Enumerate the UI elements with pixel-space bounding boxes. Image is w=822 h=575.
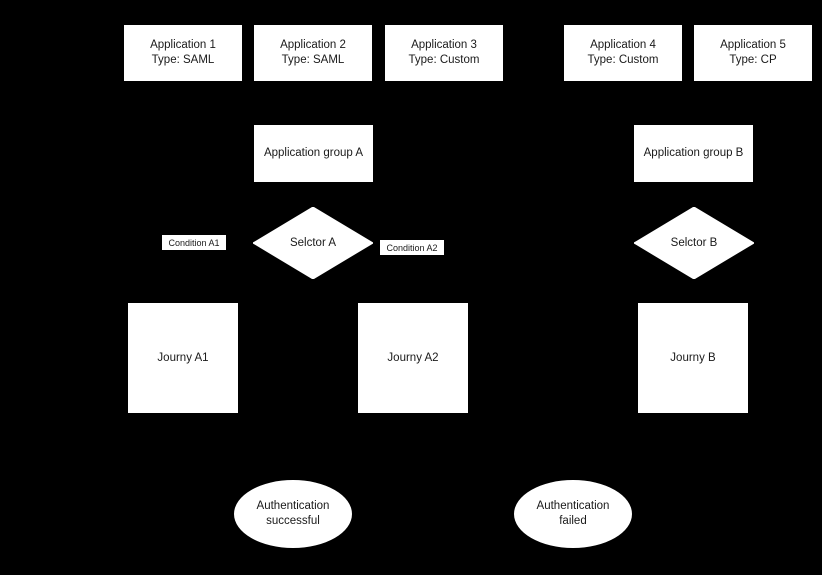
- journey-a1-label: Journy A1: [157, 351, 209, 364]
- application-node-4-label: Application 4 Type: Custom: [587, 39, 659, 66]
- condition-a1-text: Condition A1: [168, 237, 220, 248]
- application-group-a-label: Application group A: [263, 147, 364, 159]
- application-node-4[interactable]: Application 4 Type: Custom: [564, 25, 682, 81]
- journey-b-node[interactable]: Journy B: [638, 303, 748, 413]
- journey-a1-node[interactable]: Journy A1: [128, 303, 238, 413]
- application-node-5-label: Application 5 Type: CP: [720, 39, 786, 66]
- journey-a2-label: Journy A2: [387, 351, 439, 364]
- application-node-3-label: Application 3 Type: Custom: [408, 39, 480, 66]
- application-node-2[interactable]: Application 2 Type: SAML: [254, 25, 372, 81]
- application-node-3[interactable]: Application 3 Type: Custom: [385, 25, 503, 81]
- application-node-2-label: Application 2 Type: SAML: [280, 39, 346, 66]
- outcome-authentication-failed-label: Authentication failed: [536, 500, 610, 527]
- application-group-a-node[interactable]: Application group A: [254, 125, 373, 182]
- application-group-b-node[interactable]: Application group B: [634, 125, 753, 182]
- application-node-5[interactable]: Application 5 Type: CP: [694, 25, 812, 81]
- application-group-b-label: Application group B: [643, 147, 744, 159]
- selector-a-node[interactable]: Selctor A: [253, 207, 373, 279]
- condition-a1-label: Condition A1: [162, 235, 226, 250]
- application-node-1-label: Application 1 Type: SAML: [150, 39, 216, 66]
- journey-b-label: Journy B: [670, 351, 716, 364]
- diamond-shape-icon: [253, 207, 373, 279]
- condition-a2-label: Condition A2: [380, 240, 444, 255]
- journey-a2-node[interactable]: Journy A2: [358, 303, 468, 413]
- selector-b-node[interactable]: Selctor B: [634, 207, 754, 279]
- outcome-authentication-successful-label: Authentication successful: [256, 500, 330, 527]
- condition-a2-text: Condition A2: [386, 242, 438, 253]
- application-node-1[interactable]: Application 1 Type: SAML: [124, 25, 242, 81]
- outcome-authentication-failed-node[interactable]: Authentication failed: [514, 480, 632, 548]
- outcome-authentication-successful-node[interactable]: Authentication successful: [234, 480, 352, 548]
- diamond-shape-icon: [634, 207, 754, 279]
